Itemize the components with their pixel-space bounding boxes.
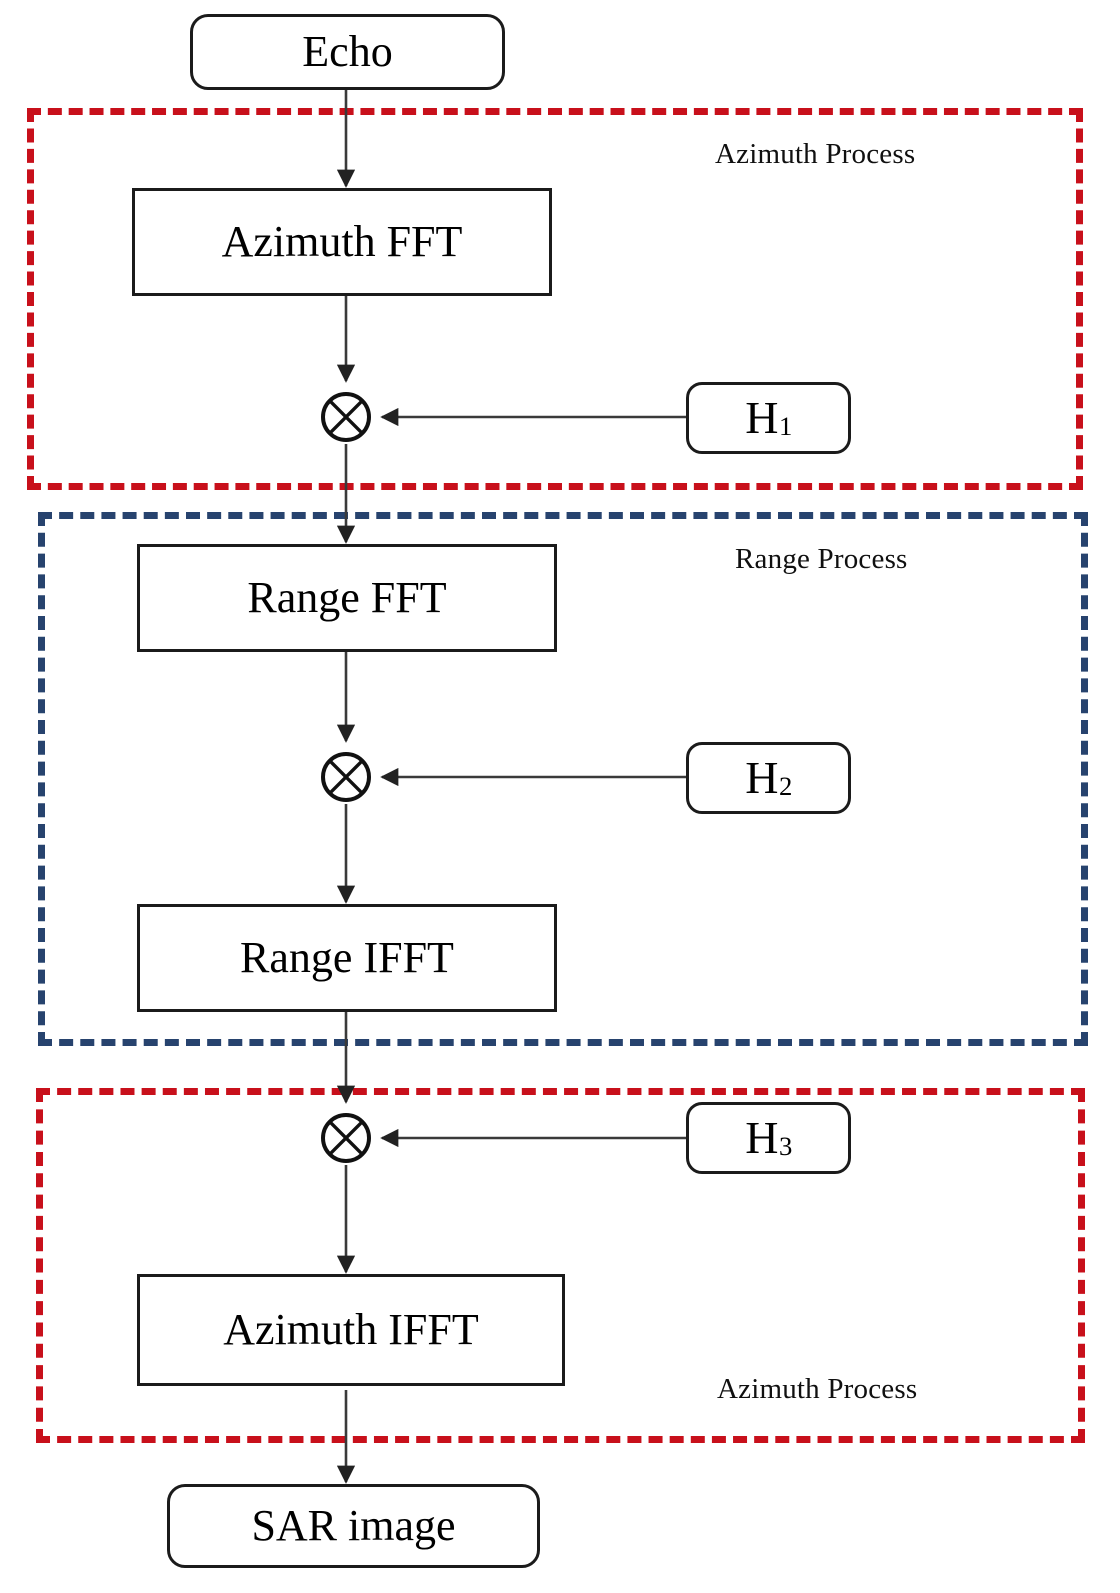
node-azimuth-ifft[interactable]: Azimuth IFFT <box>137 1274 565 1386</box>
node-azimuth-fft[interactable]: Azimuth FFT <box>132 188 552 296</box>
filter-h2-subscript: 2 <box>778 770 793 801</box>
multiply-icon-1 <box>321 392 371 442</box>
label-range-process: Range Process <box>735 543 908 575</box>
region-range-process <box>38 512 1088 1046</box>
region-azimuth-process-top <box>27 108 1083 490</box>
multiply-icon-2 <box>321 752 371 802</box>
multiply-icon-3 <box>321 1113 371 1163</box>
filter-h3-subscript: 3 <box>778 1130 793 1161</box>
filter-h3-base: H <box>745 1112 779 1163</box>
region-azimuth-process-bottom <box>36 1088 1085 1443</box>
filter-h2-base: H <box>745 752 779 803</box>
filter-h1-base: H <box>745 392 779 443</box>
node-range-ifft[interactable]: Range IFFT <box>137 904 557 1012</box>
node-range-fft[interactable]: Range FFT <box>137 544 557 652</box>
node-echo[interactable]: Echo <box>190 14 505 90</box>
node-sar-image[interactable]: SAR image <box>167 1484 540 1568</box>
label-azimuth-process-bottom: Azimuth Process <box>717 1373 918 1405</box>
filter-h1-subscript: 1 <box>778 410 793 441</box>
label-azimuth-process-top: Azimuth Process <box>715 138 916 170</box>
